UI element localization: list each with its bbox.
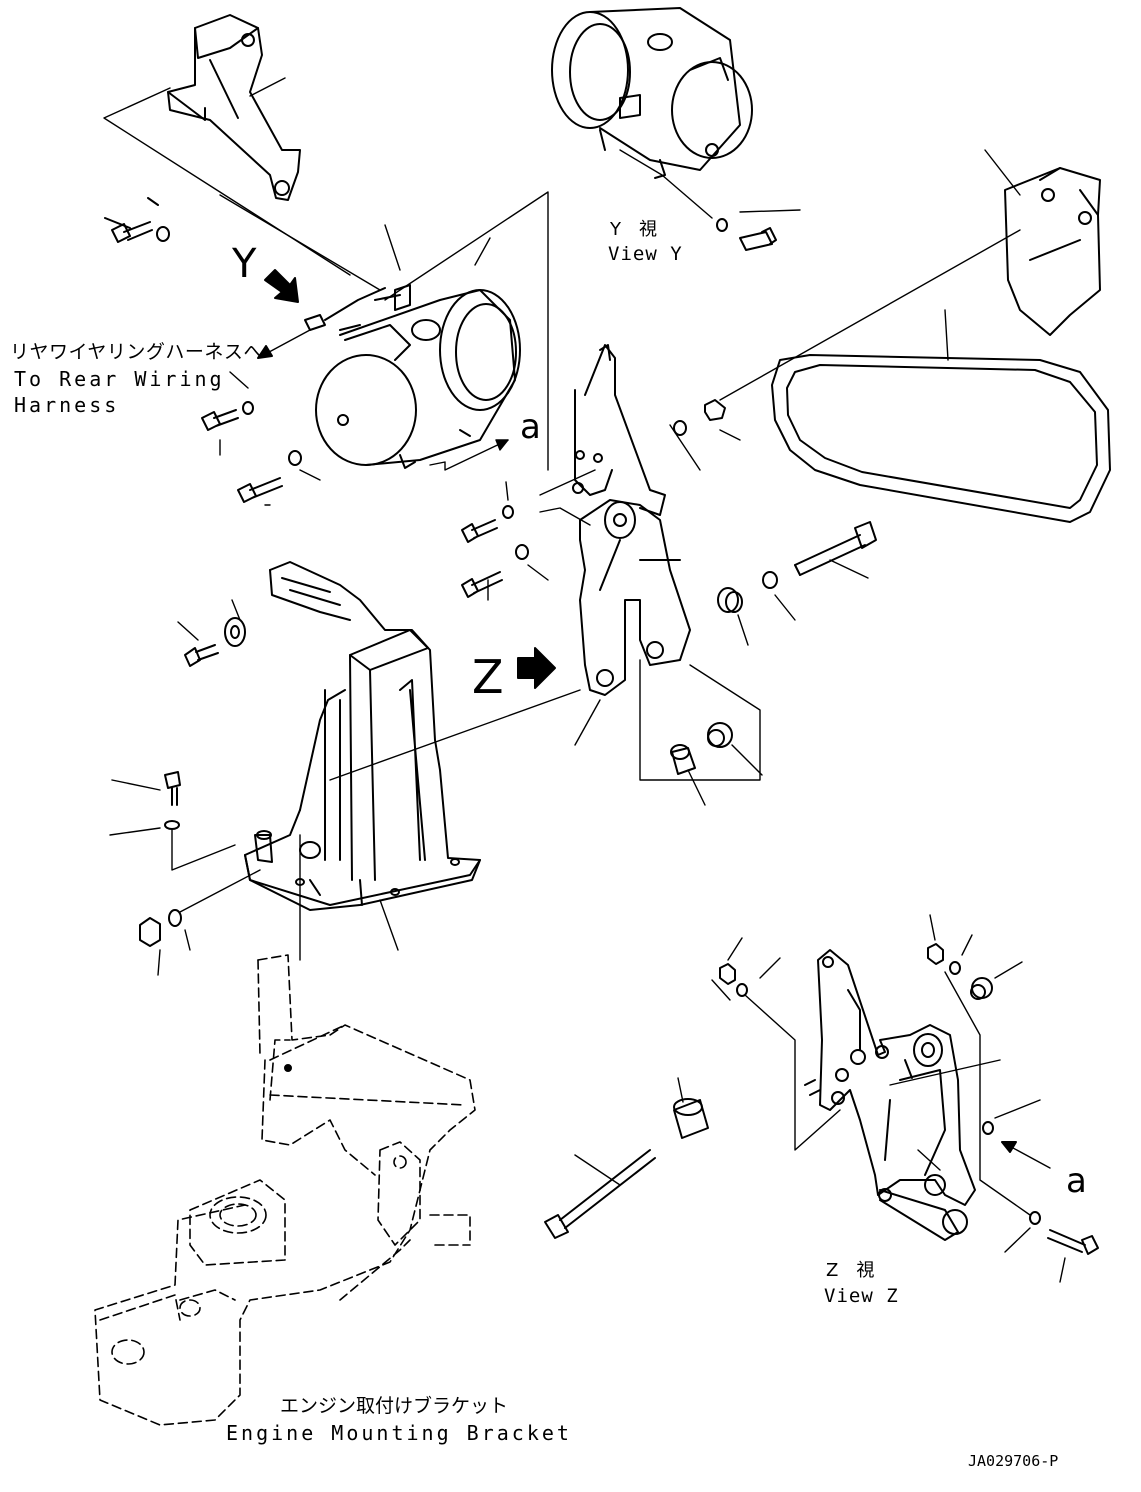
bolt-top-left xyxy=(104,197,170,243)
compressor xyxy=(304,284,521,469)
long-bolt-view-z xyxy=(544,1149,656,1239)
rear-wiring-label-en-1: To Rear Wiring xyxy=(14,367,225,391)
view-y-label-en: View Y xyxy=(608,243,683,265)
arrow-a-bottom-label: a xyxy=(1066,1161,1087,1201)
view-y-marker: Y xyxy=(231,241,257,287)
view-z-fasteners xyxy=(719,943,1099,1255)
rear-wiring-label-en-2: Harness xyxy=(14,393,119,417)
view-z-label-en: View Z xyxy=(824,1285,899,1307)
belt-cover xyxy=(1004,167,1101,336)
mounting-bracket-fasteners xyxy=(139,617,246,947)
mounting-bracket xyxy=(244,561,481,911)
bracket-bolts xyxy=(461,505,529,598)
spacer-view-z xyxy=(673,1077,709,1139)
view-y-label-jp: Y 視 xyxy=(609,219,657,240)
view-z-arrow xyxy=(517,647,556,689)
bushing-upper xyxy=(717,587,743,613)
engine-mounting-bracket xyxy=(94,954,476,1426)
compressor-mount-bracket xyxy=(572,344,691,696)
view-z-marker: Z xyxy=(472,650,504,704)
bracket-assembly-view-z xyxy=(804,949,976,1241)
upper-support-bracket xyxy=(167,14,301,201)
view-y-arrow xyxy=(264,269,299,303)
long-bolt-upper xyxy=(794,521,877,579)
drawing-number: JA029706-P xyxy=(968,1452,1058,1470)
v-belt xyxy=(771,354,1111,523)
arrow-a-top-label: a xyxy=(520,407,541,447)
compressor-bolts xyxy=(201,401,302,503)
engine-bracket-label-jp: エンジン取付けブラケット xyxy=(280,1394,508,1417)
compressor-view-y xyxy=(551,7,753,179)
bushing-lower xyxy=(670,722,763,806)
rear-wiring-label-jp: リヤワイヤリングハーネスへ xyxy=(10,341,263,363)
engine-bracket-label-en: Engine Mounting Bracket xyxy=(226,1421,572,1445)
view-z-label-jp: Z 視 xyxy=(826,1260,874,1281)
